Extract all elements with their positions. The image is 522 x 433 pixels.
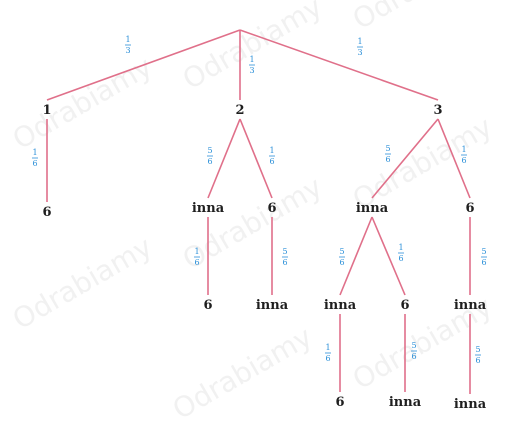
probability-denominator: 3 bbox=[125, 46, 130, 55]
probability-label: 16 bbox=[269, 146, 275, 166]
probability-numerator: 5 bbox=[339, 247, 344, 256]
probability-denominator: 3 bbox=[249, 66, 254, 75]
probability-denominator: 6 bbox=[269, 157, 274, 166]
probability-numerator: 1 bbox=[461, 145, 466, 154]
tree-node-label: inna bbox=[454, 298, 487, 313]
watermark-text: Odrabiamy bbox=[167, 320, 318, 426]
tree-node-label: inna bbox=[454, 397, 487, 412]
tree-branch bbox=[437, 118, 471, 199]
probability-denominator: 6 bbox=[398, 254, 403, 263]
probability-label: 16 bbox=[194, 247, 200, 267]
tree-node-label: 6 bbox=[203, 298, 212, 313]
watermark-text: Odrabiamy bbox=[7, 230, 158, 336]
probability-numerator: 1 bbox=[125, 35, 130, 44]
probability-numerator: 1 bbox=[32, 148, 37, 157]
watermark-text: Odrabiamy bbox=[7, 50, 158, 156]
tree-branch bbox=[339, 216, 373, 296]
probability-denominator: 6 bbox=[207, 157, 212, 166]
tree-node-label: 6 bbox=[267, 201, 276, 216]
probability-denominator: 6 bbox=[325, 354, 330, 363]
probability-numerator: 5 bbox=[481, 247, 486, 256]
probability-numerator: 1 bbox=[398, 243, 403, 252]
tree-edges bbox=[46, 29, 471, 394]
watermark-text: Odrabiamy bbox=[347, 0, 498, 36]
tree-branch bbox=[46, 29, 241, 101]
tree-branch bbox=[207, 118, 241, 199]
probability-numerator: 5 bbox=[475, 345, 480, 354]
probability-denominator: 3 bbox=[357, 48, 362, 57]
tree-node-label: inna bbox=[192, 201, 225, 216]
tree-node-label: 2 bbox=[235, 103, 244, 118]
probability-numerator: 1 bbox=[194, 247, 199, 256]
probability-numerator: 1 bbox=[249, 55, 254, 64]
probability-denominator: 6 bbox=[461, 156, 466, 165]
tree-branch bbox=[371, 118, 439, 199]
probability-label: 56 bbox=[282, 247, 288, 267]
probability-denominator: 6 bbox=[385, 155, 390, 164]
probability-label: 56 bbox=[207, 146, 213, 166]
probability-label: 56 bbox=[475, 345, 481, 365]
probability-denominator: 6 bbox=[411, 352, 416, 361]
probability-label: 56 bbox=[339, 247, 345, 267]
probability-label: 13 bbox=[249, 55, 255, 75]
probability-numerator: 1 bbox=[357, 37, 362, 46]
tree-node-label: 3 bbox=[433, 103, 442, 118]
watermark-text: Odrabiamy bbox=[177, 0, 328, 96]
probability-numerator: 5 bbox=[385, 144, 390, 153]
tree-node-label: 6 bbox=[400, 298, 409, 313]
tree-node-label: inna bbox=[256, 298, 289, 313]
tree-branch bbox=[239, 118, 273, 199]
tree-node-label: inna bbox=[324, 298, 357, 313]
probability-denominator: 6 bbox=[282, 258, 287, 267]
tree-branch bbox=[239, 29, 439, 101]
probability-numerator: 5 bbox=[282, 247, 287, 256]
probability-denominator: 6 bbox=[475, 356, 480, 365]
tree-node-label: 1 bbox=[42, 103, 51, 118]
probability-label: 56 bbox=[385, 144, 391, 164]
probability-numerator: 1 bbox=[269, 146, 274, 155]
probability-label: 56 bbox=[411, 341, 417, 361]
tree-node-label: inna bbox=[389, 395, 422, 410]
probability-label: 56 bbox=[481, 247, 487, 267]
watermark-text: Odrabiamy bbox=[177, 170, 328, 276]
tree-branch bbox=[371, 216, 406, 296]
probability-denominator: 6 bbox=[194, 258, 199, 267]
probability-denominator: 6 bbox=[32, 159, 37, 168]
probability-label: 16 bbox=[398, 243, 404, 263]
probability-denominator: 6 bbox=[481, 258, 486, 267]
tree-node-label: 6 bbox=[465, 201, 474, 216]
probability-numerator: 5 bbox=[207, 146, 212, 155]
probability-label: 13 bbox=[125, 35, 131, 55]
tree-node-label: 6 bbox=[335, 395, 344, 410]
probability-label: 16 bbox=[461, 145, 467, 165]
probability-numerator: 5 bbox=[411, 341, 416, 350]
probability-denominator: 6 bbox=[339, 258, 344, 267]
probability-label: 16 bbox=[325, 343, 331, 363]
tree-node-label: inna bbox=[356, 201, 389, 216]
probability-label: 16 bbox=[32, 148, 38, 168]
probability-label: 13 bbox=[357, 37, 363, 57]
probability-numerator: 1 bbox=[325, 343, 330, 352]
tree-node-label: 6 bbox=[42, 205, 51, 220]
